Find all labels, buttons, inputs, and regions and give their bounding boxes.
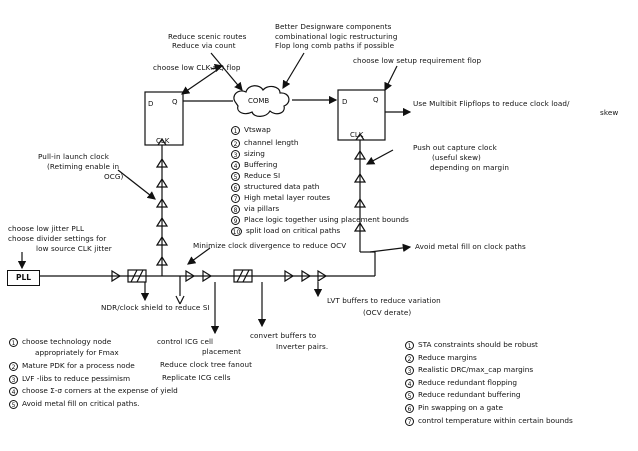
- note-low-setup-flop: choose low setup requirement flop: [353, 56, 482, 65]
- note-convert-buffers-1: convert buffers to: [250, 331, 317, 340]
- note-convert-buffers-2: Inverter pairs.: [276, 342, 329, 351]
- left-flop-box: [144, 91, 184, 146]
- left-flop-q-label: Q: [172, 98, 178, 106]
- note-pull-in-1: Pull-in launch clock: [38, 152, 109, 161]
- right-flop-clk-label: CLK: [350, 131, 364, 139]
- note-clock-tree-fanout: Reduce clock tree fanout: [160, 360, 253, 369]
- note-designware-3: Flop long comb paths if possible: [275, 41, 395, 50]
- note-push-out-1: Push out capture clock: [413, 143, 497, 152]
- note-ndr-shield: NDR/clock shield to reduce SI: [101, 303, 210, 312]
- note-pll-jitter-1: choose low jitter PLL: [8, 224, 85, 233]
- note-reduce-scenic-1: Reduce scenic routes: [168, 32, 247, 41]
- note-multibit-1: Use Multibit Flipflops to reduce clock l…: [413, 99, 570, 108]
- note-control-icg-1: control ICG cell: [157, 337, 214, 346]
- pll-box: PLL: [7, 270, 40, 286]
- note-control-icg-2: placement: [202, 347, 242, 356]
- left-flop-d-label: D: [148, 100, 154, 108]
- note-push-out-3: depending on margin: [430, 163, 509, 172]
- comb-cloud: [233, 85, 290, 117]
- note-push-out-2: (useful skew): [432, 153, 481, 162]
- note-pll-jitter-2: choose divider settings for: [8, 234, 107, 243]
- right-flop-q-label: Q: [373, 96, 379, 104]
- note-pll-jitter-3: low source CLK jitter: [36, 244, 112, 253]
- note-reduce-scenic-2: Reduce via count: [172, 41, 236, 50]
- right-flop-clk-triangle: [355, 132, 365, 141]
- left-flop-clk-label: CLK: [156, 137, 170, 145]
- note-avoid-metal-clock: Avoid metal fill on clock paths: [415, 242, 526, 251]
- comb-label: COMB: [248, 97, 270, 105]
- note-lvt-buffers-1: LVT buffers to reduce variation: [327, 296, 441, 305]
- note-replicate-icg: Replicate ICG cells: [162, 373, 231, 382]
- right-flop-box: [337, 89, 386, 141]
- list-item: appropriately for Fmax: [35, 347, 119, 357]
- note-designware-2: combinational logic restructuring: [275, 32, 398, 41]
- note-minimize-divergence: Minimize clock divergence to reduce OCV: [193, 241, 347, 250]
- right-flop-d-label: D: [342, 98, 348, 106]
- note-designware-1: Better Designware components: [275, 22, 392, 31]
- note-multibit-2: skew: [600, 108, 619, 117]
- note-low-clk-flop: choose low CLK->Q flop: [153, 63, 241, 72]
- note-pull-in-2: (Retiming enable in: [47, 162, 120, 171]
- left-flop-clk-triangle: [157, 137, 167, 146]
- note-pull-in-3: OCG): [104, 172, 124, 181]
- note-lvt-buffers-2: (OCV derate): [363, 308, 412, 317]
